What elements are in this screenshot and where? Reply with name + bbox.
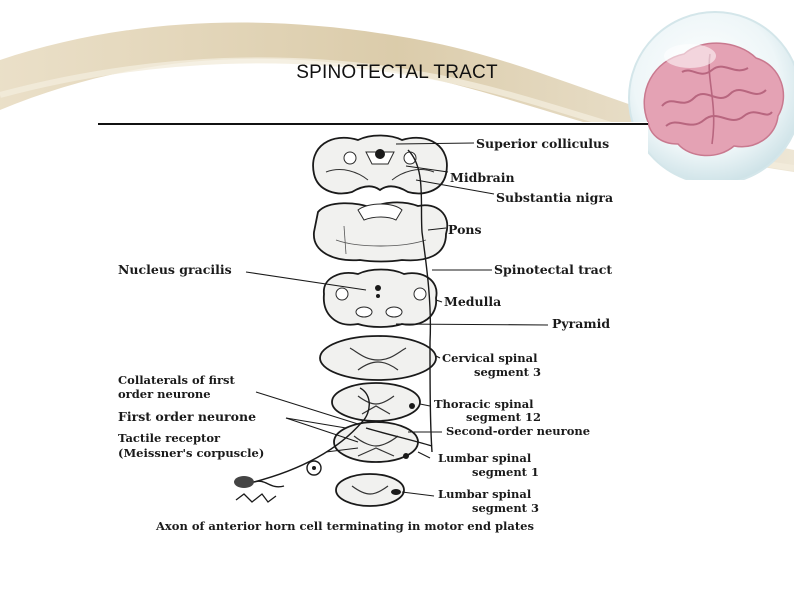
label-tactile-line1: Tactile receptor — [118, 431, 221, 445]
label-collaterals-line2: order neurone — [118, 387, 211, 401]
label-cervical-line2: segment 3 — [474, 365, 541, 379]
medulla-section — [323, 268, 438, 328]
slide-title: SPINOTECTAL TRACT — [296, 62, 498, 83]
brain-globe-icon — [628, 11, 794, 180]
decussation-pathway — [365, 427, 433, 447]
spinotectal-diagram: Superior colliculus Midbrain Substantia … — [96, 122, 648, 540]
label-lumbar1-line2: segment 1 — [472, 465, 539, 479]
label-lumbar3-line1: Lumbar spinal — [438, 487, 532, 501]
label-substantia-nigra: Substantia nigra — [496, 190, 613, 205]
label-nucleus-gracilis: Nucleus gracilis — [118, 262, 232, 277]
midbrain-section — [312, 134, 448, 195]
label-thoracic-line1: Thoracic spinal — [434, 397, 534, 411]
lumbar3-section — [335, 473, 405, 507]
leader-lines — [245, 142, 549, 497]
label-midbrain: Midbrain — [450, 170, 515, 185]
label-lumbar1-line1: Lumbar spinal — [438, 451, 532, 465]
tactile-receptor — [234, 460, 322, 503]
label-tactile-line2: (Meissner's corpuscle) — [118, 446, 264, 460]
label-pons: Pons — [448, 222, 482, 237]
label-collaterals-line1: Collaterals of first — [118, 373, 236, 387]
label-superior-colliculus: Superior colliculus — [476, 136, 609, 151]
spinotectal-pathway — [407, 149, 433, 453]
label-second-order: Second-order neurone — [446, 424, 590, 438]
diagram-canvas: Superior colliculus Midbrain Substantia … — [98, 123, 648, 533]
label-pyramid: Pyramid — [552, 316, 610, 331]
label-lumbar3-line2: segment 3 — [472, 501, 539, 515]
label-axon-caption: Axon of anterior horn cell terminating i… — [155, 519, 534, 533]
lumbar1-section — [333, 421, 419, 463]
pons-section — [313, 201, 449, 263]
first-order-pathway — [245, 387, 370, 485]
label-thoracic-line2: segment 12 — [466, 410, 541, 424]
thoracic-section — [331, 382, 421, 422]
label-first-order: First order neurone — [118, 409, 256, 424]
label-cervical-line1: Cervical spinal — [442, 351, 538, 365]
cervical-section — [319, 335, 437, 381]
label-medulla: Medulla — [444, 294, 501, 309]
label-spinotectal-tract: Spinotectal tract — [494, 262, 612, 277]
